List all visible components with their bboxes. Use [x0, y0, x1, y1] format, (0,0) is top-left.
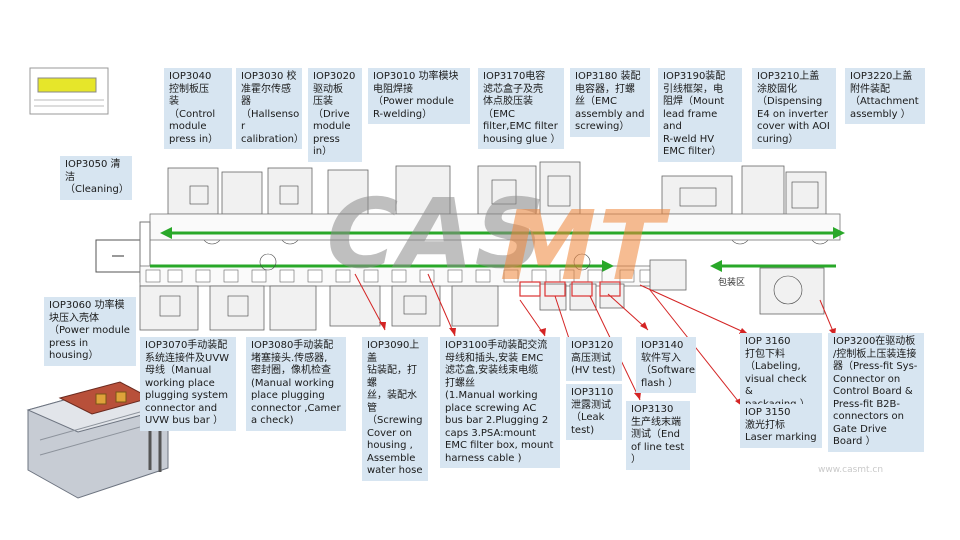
- hmi-thumbnail: [29, 67, 109, 115]
- inverter-illustration: [26, 381, 170, 499]
- label-iop3180: IOP3180 装配 电容器，打螺 丝（EMC assembly and scr…: [570, 68, 650, 137]
- lower-stations: [139, 259, 825, 331]
- watermark-right: MT: [488, 190, 677, 302]
- label-iop3050: IOP3050 清 洁 （Cleaning）: [60, 156, 132, 200]
- packaging-zone-label: 包装区: [718, 278, 746, 288]
- label-iop3200: IOP3200在驱动板 /控制板上压装连接 器（Press-fit Sys- C…: [828, 333, 924, 452]
- label-iop3080: IOP3080手动装配 堵塞接头.传感器, 密封圈，像机检查 (Manual w…: [246, 337, 346, 431]
- label-iop3040: IOP3040 控制板压 装 （Control module press in）: [164, 68, 232, 149]
- label-iop3100: IOP3100手动装配交流 母线和插头,安装 EMC 滤芯盒,安装线束电缆 打螺…: [440, 337, 560, 468]
- label-iop3190: IOP3190装配 引线框架，电 阻焊（Mount lead frame and…: [658, 68, 742, 162]
- label-iop3030: IOP3030 校 准霍尔传感 器 （Hallsenso r calibrati…: [236, 68, 304, 149]
- label-iop3160: IOP 3160 打包下料 （Labeling, visual check & …: [740, 333, 822, 414]
- label-iop3010: IOP3010 功率模块 电阻焊接 （Power module R-weldin…: [368, 68, 470, 124]
- label-iop3090: IOP3090上盖 钻装配，打螺 丝，装配水管 （Screwing Cover …: [362, 337, 428, 481]
- left-arrowhead: [160, 227, 172, 239]
- upper-stations: [167, 161, 827, 217]
- label-iop3020: IOP3020 驱动板 压装 （Drive module press in）: [308, 68, 362, 162]
- upper-conveyor: [149, 213, 841, 241]
- label-iop3140: IOP3140 软件写入 （Software flash ）: [636, 337, 696, 393]
- label-iop3120: IOP3120 高压测试 (HV test): [566, 337, 622, 381]
- label-iop3150: IOP 3150 激光打标 Laser marking: [740, 404, 822, 448]
- label-iop3060: IOP3060 功率模 块压入壳体 （Power module press in…: [44, 297, 136, 366]
- label-iop3110: IOP3110 泄露测试 （Leak test): [566, 384, 622, 440]
- website-watermark: www.casmt.cn: [818, 465, 884, 475]
- label-iop3070: IOP3070手动装配 系统连接件及UVW 母线（Manual working …: [140, 337, 236, 431]
- label-iop3210: IOP3210上盖 涂胶固化 （Dispensing E4 on inverte…: [752, 68, 836, 149]
- label-iop3170: IOP3170电容 滤芯盒子及壳 体点胶压装 （EMC filter,EMC f…: [478, 68, 564, 149]
- right-arrowhead: [833, 227, 845, 239]
- label-iop3130: IOP3130 生产线末端 测试（End of line test ）: [626, 401, 690, 470]
- label-iop3220: IOP3220上盖 附件装配 （Attachment assembly ）: [845, 68, 925, 124]
